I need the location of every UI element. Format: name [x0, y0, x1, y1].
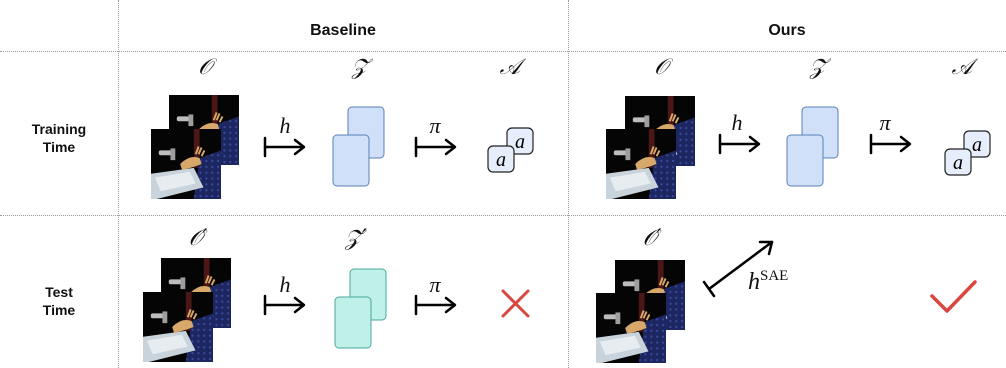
- baseline-test-obs-front: [143, 292, 213, 362]
- ours-train-pi-arrow: [869, 133, 912, 155]
- ours-action-token-1: a: [972, 134, 982, 156]
- baseline-train-obs-front: [151, 129, 221, 199]
- baseline-action-token-1: a: [515, 131, 525, 153]
- baseline-obs-prime-symbol: 𝒪′: [188, 226, 208, 251]
- baseline-test-h-label: h: [279, 272, 291, 297]
- baseline-train-h-arrow: [263, 136, 306, 158]
- baseline-test-h-arrow: [263, 294, 306, 316]
- ours-header: Ours: [768, 22, 806, 39]
- grid-hline-top: [0, 51, 1006, 52]
- baseline-latent-card-front: [332, 134, 370, 187]
- ours-action-token-2: a: [953, 152, 963, 174]
- ours-train-h-label: h: [731, 110, 743, 135]
- baseline-header: Baseline: [310, 22, 376, 39]
- ours-action-symbol: 𝒜: [951, 55, 973, 80]
- ours-train-pi-label: π: [879, 110, 891, 135]
- baseline-latent-prime-symbol: 𝒵′: [345, 226, 367, 251]
- ours-obs-prime-symbol: 𝒪′: [642, 226, 662, 251]
- baseline-fail-cross-icon: [501, 289, 530, 318]
- ours-latent-symbol: 𝒵: [809, 55, 827, 80]
- baseline-action-symbol: 𝒜: [499, 55, 521, 80]
- baseline-action-token-2: a: [496, 149, 506, 171]
- baseline-train-pi-label: π: [429, 113, 441, 138]
- baseline-latent-symbol: 𝒵: [351, 55, 369, 80]
- grid-vline-left: [118, 0, 119, 368]
- ours-obs-symbol: 𝒪: [654, 55, 668, 80]
- test-time-label: Test Time: [42, 284, 76, 318]
- ours-train-obs-front: [606, 129, 676, 199]
- ours-train-h-arrow: [718, 133, 761, 155]
- baseline-train-h-label: h: [279, 113, 291, 138]
- training-time-label: Training Time: [31, 121, 87, 155]
- ours-latent-card-front: [786, 134, 824, 187]
- baseline-obs-symbol: 𝒪: [198, 55, 212, 80]
- ours-success-check-icon: [930, 280, 977, 313]
- baseline-latent-prime-card-front: [334, 296, 372, 349]
- baseline-test-pi-arrow: [414, 294, 457, 316]
- baseline-action-tokens: a a: [487, 127, 534, 173]
- grid-vline-mid: [568, 0, 569, 368]
- ours-test-obs-front: [596, 293, 666, 363]
- h-sae-arrow: [702, 240, 774, 298]
- grid-hline-mid: [0, 215, 1006, 216]
- ours-action-tokens: a a: [944, 130, 991, 176]
- h-sae-label: hSAE: [748, 268, 789, 295]
- baseline-train-pi-arrow: [414, 136, 457, 158]
- baseline-test-pi-label: π: [429, 272, 441, 297]
